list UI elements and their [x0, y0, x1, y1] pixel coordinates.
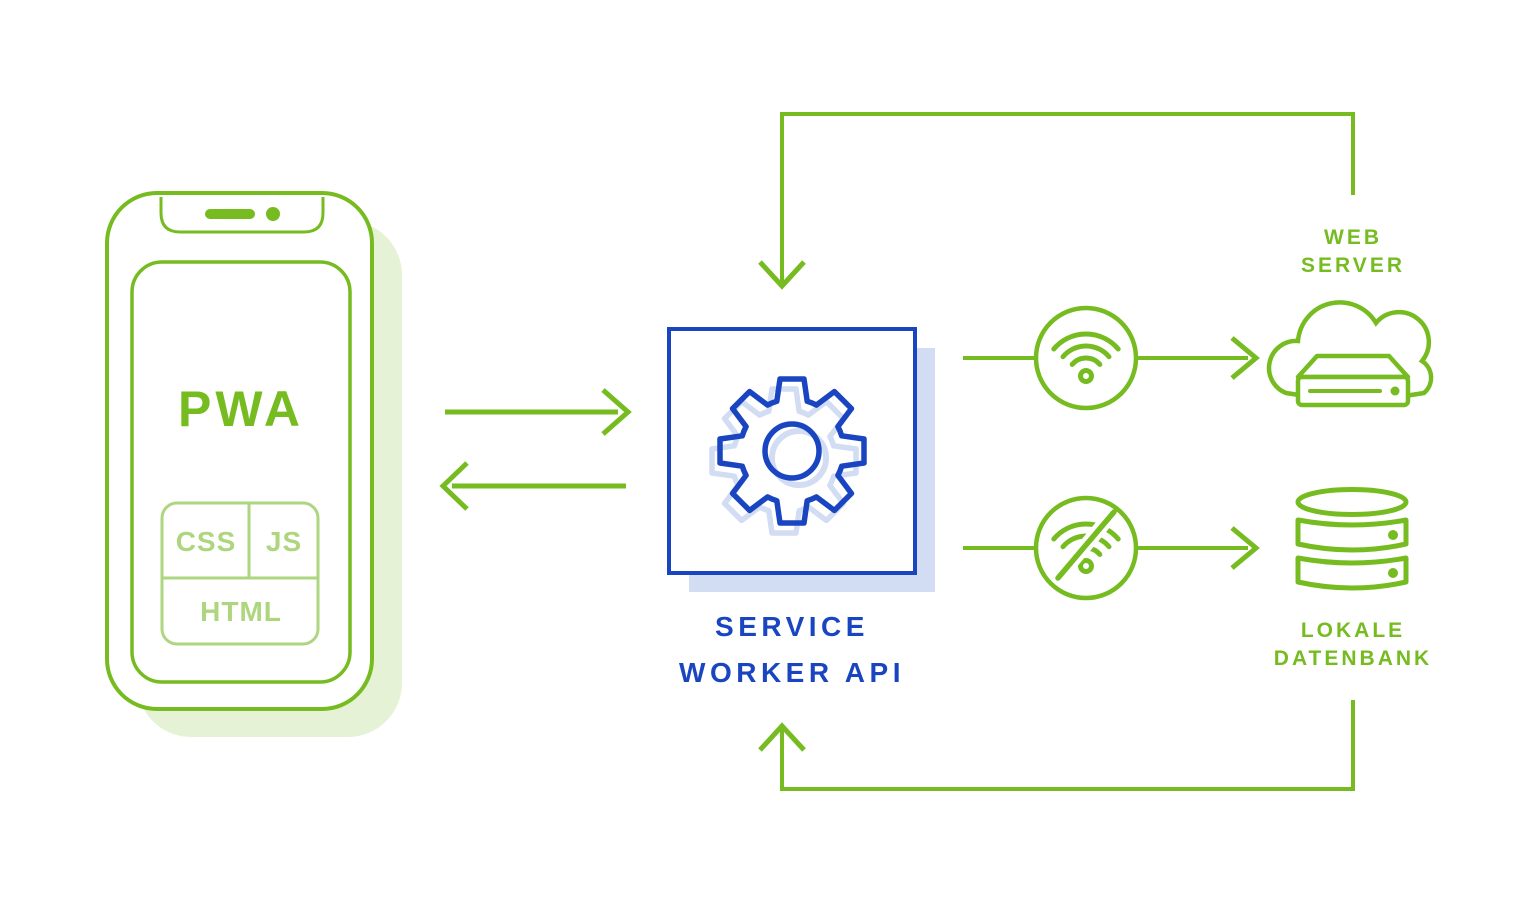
- service-worker-label: SERVICE WORKER API: [679, 604, 905, 696]
- phone-camera-dot: [266, 207, 280, 221]
- phone-speaker: [205, 209, 255, 219]
- wifi-off-icon: [1033, 495, 1139, 601]
- pwa-to-sw-arrow: [445, 388, 632, 436]
- local-database-label-line1: LOKALE: [1300, 619, 1406, 642]
- pwa-app-label: PWA: [178, 381, 304, 437]
- wifi-to-webserver-arrow: [1136, 336, 1260, 380]
- service-worker-label-line2: WORKER API: [679, 657, 905, 688]
- web-server-label-line1: WEB: [1323, 226, 1382, 249]
- database-icon: [1295, 487, 1409, 591]
- phone-body: [105, 191, 374, 711]
- smartphone-icon: [105, 191, 402, 737]
- wifi-icon: [1033, 305, 1139, 411]
- database-to-sw-loop-arrow: [758, 700, 1355, 791]
- wifioff-to-database-arrow: [1136, 526, 1260, 570]
- phone-screen: [130, 260, 352, 684]
- components-outline: [160, 501, 320, 646]
- local-database-label-line2: DATENBANK: [1273, 647, 1433, 670]
- webserver-to-sw-loop-arrow: [758, 112, 1355, 290]
- sw-to-pwa-arrow: [439, 461, 626, 511]
- service-worker-label-line1: SERVICE: [715, 611, 869, 642]
- component-js-label: JS: [265, 526, 303, 557]
- web-server-label: WEB SERVER: [1301, 224, 1405, 280]
- cloud-server-icon: [1266, 300, 1434, 408]
- component-html-label: HTML: [200, 596, 282, 627]
- service-worker-box: [667, 327, 935, 592]
- service-worker-box-frame: [667, 327, 917, 575]
- component-css-label: CSS: [175, 526, 237, 557]
- gear-icon: [712, 379, 864, 533]
- app-components-box: [160, 501, 320, 646]
- phone-notch: [159, 197, 325, 234]
- web-server-label-line2: SERVER: [1301, 254, 1405, 277]
- local-database-label: LOKALE DATENBANK: [1274, 617, 1432, 673]
